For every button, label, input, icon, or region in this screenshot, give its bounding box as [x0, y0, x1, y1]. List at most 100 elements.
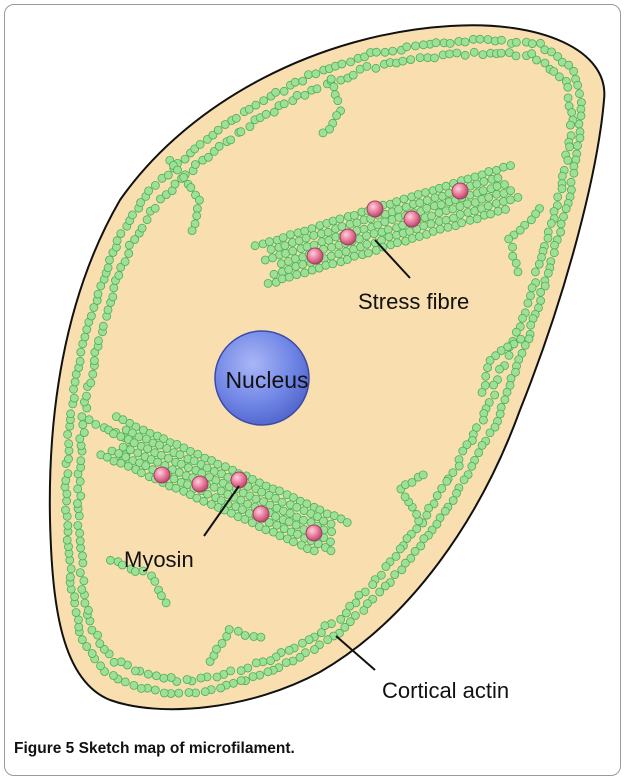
actin-bead: [317, 629, 325, 637]
microfilament-diagram: Nucleus Stress fibre Myosin Cortical act…: [0, 0, 627, 735]
actin-bead: [490, 381, 498, 389]
actin-bead: [81, 333, 89, 341]
actin-bead: [267, 657, 275, 665]
actin-bead: [170, 475, 178, 483]
actin-bead: [514, 268, 522, 276]
actin-bead: [104, 264, 112, 272]
actin-bead: [252, 495, 260, 503]
actin-bead: [193, 212, 201, 220]
actin-bead: [458, 219, 466, 227]
actin-bead: [301, 269, 309, 277]
actin-bead: [568, 109, 576, 117]
actin-bead: [443, 477, 451, 485]
actin-bead: [109, 672, 117, 680]
actin-bead: [214, 126, 222, 134]
actin-bead: [484, 364, 492, 372]
actin-bead: [456, 210, 464, 218]
actin-bead: [75, 512, 83, 520]
actin-bead: [70, 394, 78, 402]
actin-bead: [214, 460, 222, 468]
myosin-head: [367, 201, 383, 217]
actin-bead: [267, 245, 275, 253]
actin-bead: [550, 249, 558, 257]
actin-bead: [312, 70, 320, 78]
actin-bead: [260, 97, 268, 105]
actin-bead: [249, 673, 257, 681]
actin-bead: [77, 457, 85, 465]
actin-bead: [463, 200, 471, 208]
actin-bead: [262, 526, 270, 534]
actin-bead: [193, 205, 201, 213]
actin-bead: [238, 506, 246, 514]
myosin-head: [192, 476, 208, 492]
myosin-label: Myosin: [124, 547, 194, 572]
actin-bead: [87, 312, 95, 320]
actin-bead: [163, 445, 171, 453]
actin-bead: [479, 187, 487, 195]
actin-bead: [478, 441, 486, 449]
actin-bead: [456, 202, 464, 210]
actin-bead: [299, 516, 307, 524]
actin-bead: [117, 230, 125, 238]
actin-bead: [301, 91, 309, 99]
actin-bead: [415, 233, 423, 241]
actin-bead: [347, 58, 355, 66]
actin-bead: [281, 242, 289, 250]
actin-bead: [109, 293, 117, 301]
actin-bead: [479, 416, 487, 424]
actin-bead: [138, 224, 146, 232]
actin-bead: [438, 485, 446, 493]
actin-bead: [213, 673, 221, 681]
actin-bead: [104, 306, 112, 314]
actin-bead: [564, 156, 572, 164]
actin-bead: [279, 234, 287, 242]
actin-bead: [484, 202, 492, 210]
actin-bead: [566, 121, 574, 129]
actin-bead: [393, 239, 401, 247]
actin-bead: [431, 194, 439, 202]
actin-bead: [537, 288, 545, 296]
actin-bead: [475, 449, 483, 457]
actin-bead: [241, 632, 249, 640]
caption-label: Figure 5: [14, 740, 74, 757]
myosin-head: [231, 472, 247, 488]
actin-bead: [176, 451, 184, 459]
actin-bead: [143, 216, 151, 224]
actin-bead: [110, 658, 118, 666]
actin-bead: [528, 40, 536, 48]
actin-bead: [485, 194, 493, 202]
actin-bead: [577, 112, 585, 120]
actin-bead: [363, 62, 371, 70]
actin-bead: [327, 75, 335, 83]
actin-bead: [293, 271, 301, 279]
actin-bead: [264, 279, 272, 287]
actin-bead: [389, 47, 397, 55]
actin-bead: [433, 492, 441, 500]
actin-bead: [63, 497, 71, 505]
actin-bead: [555, 73, 563, 81]
actin-bead: [77, 348, 85, 356]
actin-bead: [385, 233, 393, 241]
actin-bead: [144, 445, 152, 453]
actin-bead: [512, 328, 520, 336]
actin-bead: [187, 184, 195, 192]
actin-bead: [327, 547, 335, 555]
actin-bead: [461, 51, 469, 59]
actin-bead: [531, 268, 539, 276]
actin-bead: [129, 211, 137, 219]
actin-bead: [301, 227, 309, 235]
actin-bead: [76, 529, 84, 537]
actin-bead: [313, 85, 321, 93]
actin-bead: [74, 522, 82, 530]
actin-bead: [449, 205, 457, 213]
actin-bead: [554, 193, 562, 201]
actin-bead: [479, 51, 487, 59]
nucleus-label: Nucleus: [225, 367, 308, 393]
actin-bead: [478, 388, 486, 396]
actin-bead: [184, 464, 192, 472]
actin-bead: [535, 260, 543, 268]
actin-bead: [145, 187, 153, 195]
actin-bead: [272, 513, 280, 521]
actin-bead: [562, 205, 570, 213]
actin-bead: [62, 506, 70, 514]
